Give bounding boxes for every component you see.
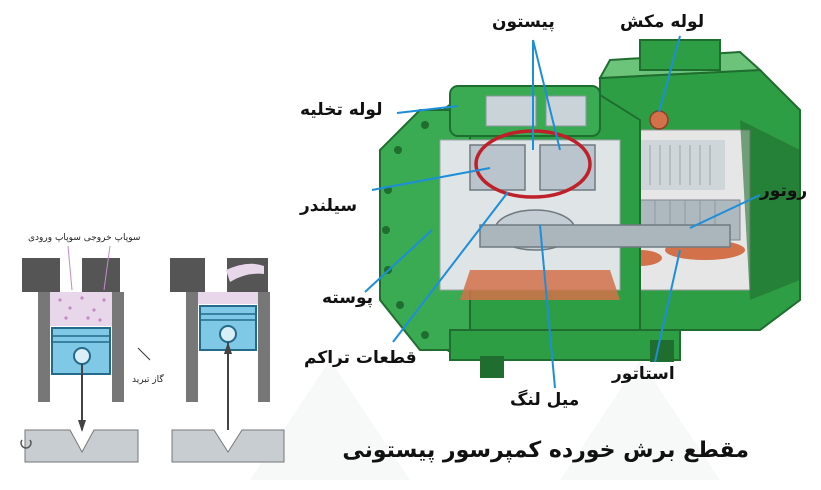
leader-compression-parts xyxy=(392,191,509,343)
watermark xyxy=(250,360,720,480)
right-cylinder-wall-left xyxy=(186,292,198,402)
leader-crankshaft xyxy=(539,224,556,389)
label-shell: پوسته xyxy=(322,288,374,308)
left-gas-dots xyxy=(58,296,106,322)
label-crankshaft: میل لنگ xyxy=(510,390,580,410)
piston-cycle-schematic xyxy=(20,245,285,463)
leader-piston-2 xyxy=(532,39,561,151)
crankshaft xyxy=(479,224,731,248)
right-piston-pin xyxy=(219,325,237,343)
right-cylinder-wall-right xyxy=(258,292,270,402)
diagram-caption: مقطع برش خورده کمپرسور پیستونی xyxy=(342,438,749,463)
label-discharge-pipe: لوله تخلیه xyxy=(300,100,383,120)
label-cylinder: سیلندر xyxy=(300,196,358,216)
left-cylinder-wall-right xyxy=(112,292,124,402)
label-rotor: روتور xyxy=(760,181,808,201)
leader-discharge-pipe xyxy=(396,105,459,114)
label-suction-pipe: لوله مکش xyxy=(620,12,705,32)
motor-end-shadow xyxy=(740,120,800,300)
right-crank-base xyxy=(171,429,285,463)
leader-lines xyxy=(364,35,761,389)
label-piston: پیستون xyxy=(492,12,555,32)
leader-stator xyxy=(654,249,681,363)
leader-cylinder xyxy=(371,167,491,191)
left-piston-pin xyxy=(73,347,91,365)
suction-fitting xyxy=(649,110,669,130)
right-gas-chamber xyxy=(198,292,258,304)
leader-rotor xyxy=(689,194,761,229)
compressor-cutaway xyxy=(379,39,801,378)
label-valves: سوپاپ خروجی سوپاپ ورودی xyxy=(28,233,141,243)
label-compressed-gas: گاز تبرید xyxy=(132,375,164,385)
label-compression-parts: قطعات تراکم xyxy=(304,348,417,368)
left-cylinder-wall-left xyxy=(38,292,50,402)
label-stator: استاتور xyxy=(612,364,675,384)
leader-suction-pipe xyxy=(658,35,681,113)
terminal-box xyxy=(639,39,721,71)
left-crank-base xyxy=(24,429,139,463)
leader-shell xyxy=(364,229,433,293)
compressor-base xyxy=(449,329,681,361)
oil-sump xyxy=(460,270,620,300)
